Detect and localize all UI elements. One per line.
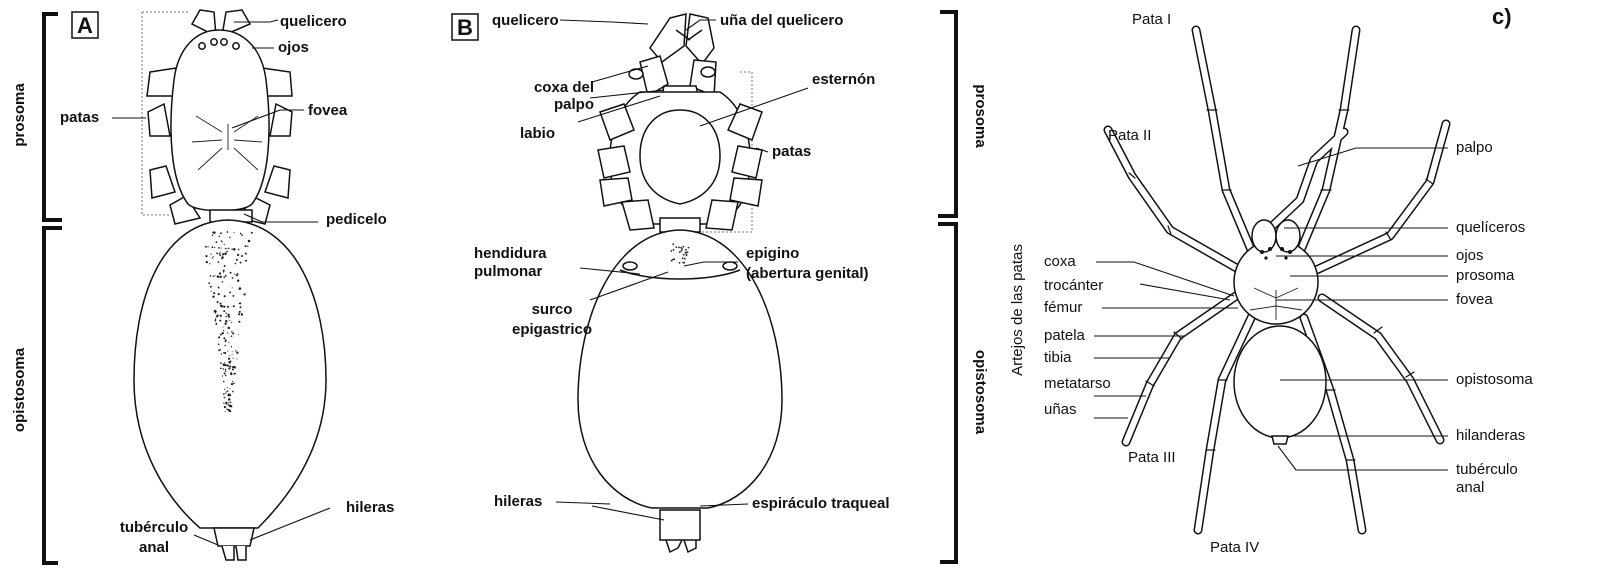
label-epigino-b-2: (abertura genital): [746, 265, 869, 282]
label-patas-b: patas: [772, 143, 811, 160]
label-tuberculo-c-1: tubérculo: [1456, 461, 1518, 478]
label-palpo-c: palpo: [1456, 139, 1493, 156]
label-tibia-c: tibia: [1044, 349, 1072, 366]
label-hendidura-b-2: pulmonar: [474, 263, 542, 280]
label-epigino-b-1: epigino: [746, 245, 799, 262]
prosoma-shape-a: [171, 30, 269, 211]
label-coxa-palpo-b-2: palpo: [554, 96, 594, 113]
anal-tubercle-a: [222, 546, 246, 560]
opistosoma-label-a: opistosoma: [11, 347, 28, 432]
prosoma-label-b: prosoma: [972, 84, 989, 148]
spinnerets-c: [1272, 436, 1288, 444]
opistosoma-bracket-b: [938, 224, 956, 562]
label-hileras-b: hileras: [494, 493, 542, 510]
panel-a: prosoma opistosoma A: [11, 10, 394, 563]
label-labio-b: labio: [520, 125, 555, 142]
panel-b: B prosoma opistosoma: [452, 12, 989, 562]
spinnerets-a: [214, 528, 254, 546]
label-unas-c: uñas: [1044, 401, 1077, 418]
chelicera-left-c: [1252, 220, 1276, 252]
spinneret-tips-b: [666, 540, 696, 552]
label-fovea-a: fovea: [308, 102, 348, 119]
label-hilanderas-c: hilanderas: [1456, 427, 1525, 444]
label-hileras-a: hileras: [346, 499, 394, 516]
label-pedicelo-a: pedicelo: [326, 211, 387, 228]
label-ojos-a: ojos: [278, 39, 309, 56]
prosoma-bracket-b: [938, 12, 956, 216]
label-surco-b-1: surco: [532, 301, 573, 318]
label-prosoma-c: prosoma: [1456, 267, 1515, 284]
panel-c: c) Artejos de las patas: [1009, 4, 1533, 556]
panel-c-letter: c): [1492, 4, 1512, 29]
panel-b-letter: B: [457, 15, 473, 40]
label-pata-1: Pata I: [1132, 11, 1171, 28]
label-ojos-c: ojos: [1456, 247, 1484, 264]
label-una-quelicero-b: uña del quelicero: [720, 12, 843, 29]
opistosoma-bracket-a: [44, 228, 62, 563]
label-femur-c: fémur: [1044, 299, 1082, 316]
chelicera-left-b: [650, 14, 686, 62]
label-fovea-c: fovea: [1456, 291, 1493, 308]
label-tuberculo-a-1: tubérculo: [120, 519, 188, 536]
opistosoma-shape-c: [1234, 326, 1326, 438]
label-surco-b-2: epigastrico: [512, 321, 592, 338]
label-opistosoma-c: opistosoma: [1456, 371, 1533, 388]
opistosoma-shape-a: [134, 220, 326, 528]
label-coxa-c: coxa: [1044, 253, 1076, 270]
label-quelicero-a: quelicero: [280, 13, 347, 30]
label-coxa-palpo-b-1: coxa del: [534, 79, 594, 96]
label-esternon-b: esternón: [812, 71, 875, 88]
label-pata-3: Pata III: [1128, 449, 1176, 466]
sternum-b: [640, 110, 720, 204]
panel-a-letter: A: [77, 13, 93, 38]
label-trocanter-c: trocánter: [1044, 277, 1103, 294]
label-quelicero-b: quelicero: [492, 12, 559, 29]
label-pata-4: Pata IV: [1210, 539, 1259, 556]
label-patela-c: patela: [1044, 327, 1086, 344]
prosoma-label-a: prosoma: [11, 83, 28, 147]
label-pata-2: Pata II: [1108, 127, 1151, 144]
label-metatarso-c: metatarso: [1044, 375, 1111, 392]
label-queliceros-c: quelíceros: [1456, 219, 1525, 236]
chelicera-right-c: [1276, 220, 1300, 252]
label-hendidura-b-1: hendidura: [474, 245, 547, 262]
label-tuberculo-a-2: anal: [139, 539, 169, 556]
label-espiraculo-b: espiráculo traqueal: [752, 495, 890, 512]
label-tuberculo-c-2: anal: [1456, 479, 1484, 496]
label-patas-a: patas: [60, 109, 99, 126]
opistosoma-label-b: opistosoma: [972, 350, 989, 435]
leg-segments-title: Artejos de las patas: [1009, 244, 1026, 376]
spinnerets-b: [660, 510, 700, 540]
